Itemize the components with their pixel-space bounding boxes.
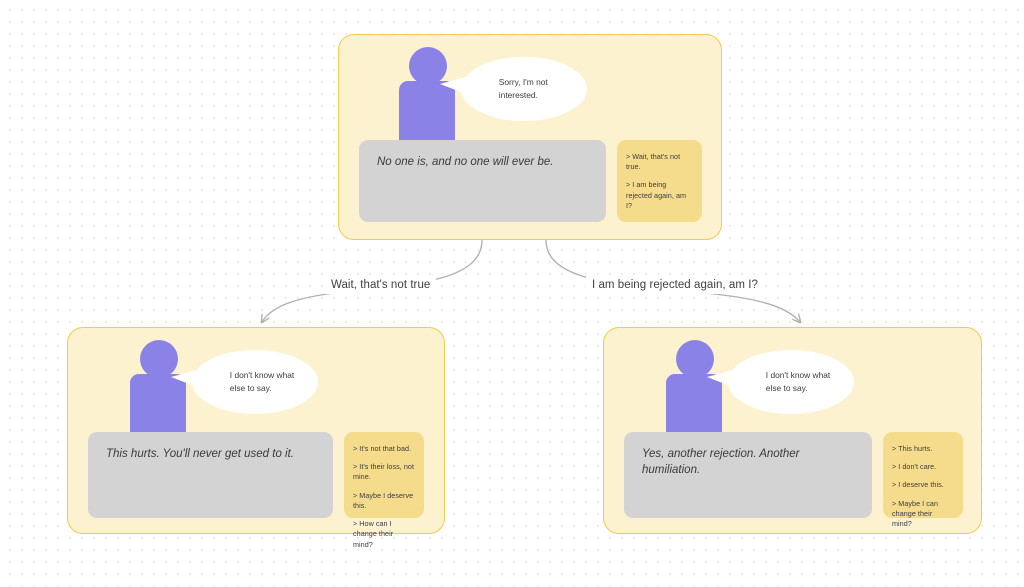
speech-bubble: I don't know what else to say.: [171, 350, 318, 414]
narration-box: This hurts. You'll never get used to it.: [88, 432, 333, 518]
option-item[interactable]: > Maybe I deserve this.: [353, 490, 414, 510]
options-panel[interactable]: > It's not that bad. > It's their loss, …: [344, 432, 424, 549]
dialogue-node-root[interactable]: Sorry, I'm not interested. No one is, an…: [338, 34, 722, 240]
dialogue-node-right[interactable]: I don't know what else to say. Yes, anot…: [603, 327, 982, 534]
speech-bubble-text: Sorry, I'm not interested.: [498, 76, 548, 100]
option-item[interactable]: > It's their loss, not mine.: [353, 462, 414, 482]
narration-box: No one is, and no one will ever be.: [359, 140, 606, 222]
speech-bubble: Sorry, I'm not interested.: [440, 57, 587, 121]
option-item[interactable]: > Wait, that's not true.: [626, 152, 681, 172]
speech-bubble-text: I don't know what else to say.: [229, 369, 295, 393]
option-item[interactable]: > This hurts.: [892, 444, 933, 453]
option-item[interactable]: > I am being rejected again, am I?: [626, 180, 687, 210]
speech-bubble-tail-icon: [707, 369, 733, 387]
speech-bubble-text: I don't know what else to say.: [765, 369, 831, 393]
speech-bubble-tail-icon: [440, 76, 466, 94]
narration-box: Yes, another rejection. Another humiliat…: [624, 432, 872, 518]
narration-text: No one is, and no one will ever be.: [377, 156, 554, 168]
narration-text: This hurts. You'll never get used to it.: [106, 448, 295, 460]
option-item[interactable]: > It's not that bad.: [353, 444, 412, 453]
options-panel[interactable]: > This hurts. > I don't care. > I deserv…: [883, 432, 963, 528]
option-item[interactable]: > I deserve this.: [892, 480, 944, 490]
speech-bubble: I don't know what else to say.: [707, 350, 854, 414]
speech-bubble-tail-icon: [171, 369, 197, 387]
options-panel[interactable]: > Wait, that's not true. > I am being re…: [617, 140, 702, 222]
narration-text: Yes, another rejection. Another humiliat…: [642, 448, 800, 477]
option-item[interactable]: > I don't care.: [892, 462, 937, 472]
option-item[interactable]: > Maybe I can change their mind?: [892, 498, 938, 529]
option-item[interactable]: > How can I change their mind?: [353, 519, 394, 549]
dialogue-node-left[interactable]: I don't know what else to say. This hurt…: [67, 327, 445, 549]
edge-label-right[interactable]: I am being rejected again, am I?: [586, 276, 764, 294]
edge-label-left[interactable]: Wait, that's not true: [325, 276, 437, 294]
